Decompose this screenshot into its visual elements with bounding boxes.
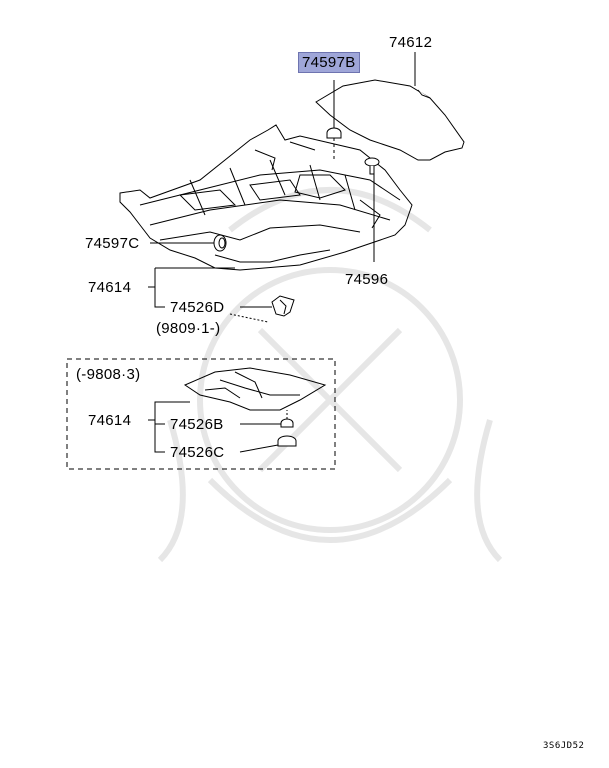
inset-carpet-shape [183,367,327,411]
label-74612[interactable]: 74612 [389,34,433,51]
clip-74596 [364,157,380,175]
label-74597b-highlighted[interactable]: 74597B [298,52,360,73]
pad-74526c [277,435,297,447]
label-74597c[interactable]: 74597C [85,235,140,252]
drawing-code: 3S6JD52 [543,741,585,751]
label-74614-bottom[interactable]: 74614 [88,412,132,429]
floor-carpet-shape [119,124,413,271]
pad-74526d [271,295,295,317]
watermark-emblem [157,187,503,563]
pad-74526b [280,418,294,428]
label-74526b[interactable]: 74526B [170,416,224,433]
grommet-74597c [213,234,227,252]
label-74526d[interactable]: 74526D [170,299,225,316]
trunk-mat-74612 [315,79,465,161]
label-range-new: (9809·1-) [156,320,221,337]
label-74526c[interactable]: 74526C [170,444,225,461]
label-74614-top[interactable]: 74614 [88,279,132,296]
leader-lines [148,52,416,453]
label-range-old: (-9808·3) [76,366,141,383]
plug-74597b [326,127,342,139]
label-74596[interactable]: 74596 [345,271,389,288]
